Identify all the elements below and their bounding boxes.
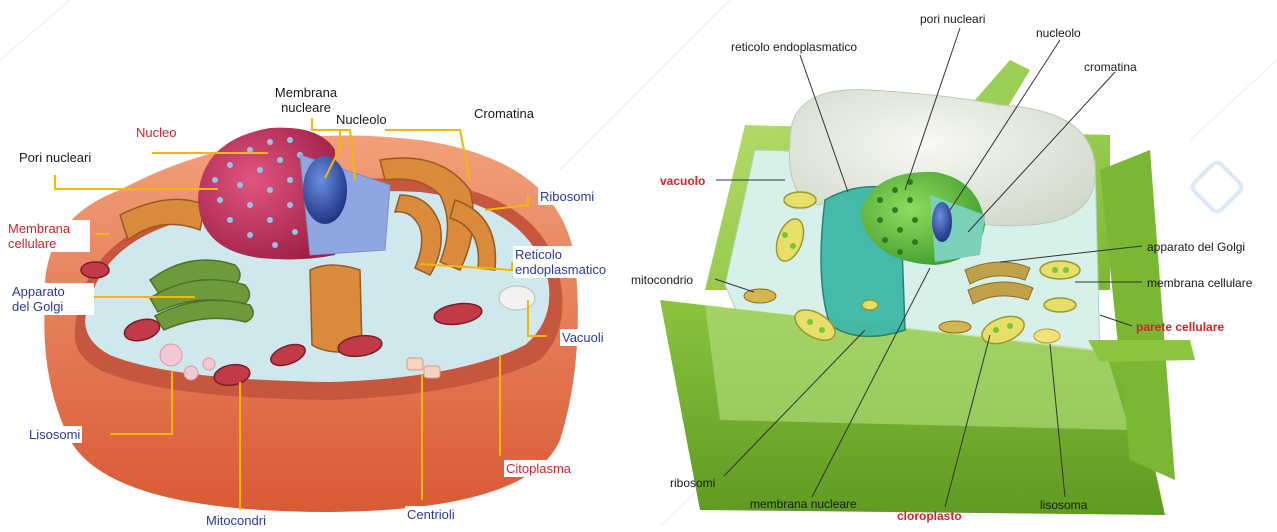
- animal-lysosome: [184, 366, 198, 380]
- label-reticolo-endoplasmatico-plant: reticolo endoplasmatico: [731, 40, 857, 55]
- animal-vacuole: [499, 286, 535, 310]
- watermark-logo: [1190, 160, 1244, 214]
- animal-centriole: [407, 358, 423, 370]
- animal-golgi: [150, 260, 253, 330]
- label-apparato-golgi-plant: apparato del Golgi: [1147, 240, 1245, 255]
- label-mitocondri: Mitocondri: [204, 512, 268, 529]
- label-vacuoli: Vacuoli: [560, 329, 606, 346]
- label-membrana-cellulare-animal: Membrana cellulare: [6, 220, 90, 252]
- plant-lysosome: [1034, 329, 1060, 343]
- label-lisosomi: Lisosomi: [27, 426, 82, 443]
- label-reticolo-endoplasmatico-animal: Reticolo endoplasmatico: [513, 246, 627, 278]
- animal-cell-body: [44, 128, 578, 512]
- label-cloroplasto: cloroplasto: [897, 509, 962, 524]
- label-membrana-nucleare: Membrana nucleare: [266, 85, 346, 115]
- animal-lysosome: [203, 358, 215, 370]
- label-vacuolo: vacuolo: [660, 174, 705, 189]
- label-citoplasma: Citoplasma: [504, 460, 573, 477]
- label-ribosomi-plant: ribosomi: [670, 476, 715, 491]
- label-cromatina-plant: cromatina: [1084, 60, 1137, 75]
- plant-wall-ridge: [1088, 340, 1195, 362]
- label-membrana-cellulare-plant: membrana cellulare: [1147, 276, 1252, 291]
- label-nucleolo-plant: nucleolo: [1036, 26, 1081, 41]
- label-cromatina-animal: Cromatina: [474, 106, 534, 121]
- label-lisosoma: lisosoma: [1040, 498, 1087, 513]
- label-nucleo: Nucleo: [136, 125, 176, 140]
- animal-lysosome: [160, 344, 182, 366]
- animal-nucleolus: [303, 156, 347, 224]
- label-parete-cellulare: parete cellulare: [1136, 320, 1224, 335]
- label-pori-nucleari-plant: pori nucleari: [920, 12, 985, 27]
- label-pori-nucleari-animal: Pori nucleari: [19, 150, 91, 165]
- label-membrana-nucleare-plant: membrana nucleare: [750, 497, 857, 512]
- label-centrioli: Centrioli: [405, 506, 457, 523]
- plant-nucleolus: [932, 202, 952, 242]
- label-nucleolo-animal: Nucleolo: [336, 112, 387, 127]
- label-apparato-golgi-animal: Apparato del Golgi: [10, 283, 94, 315]
- label-ribosomi-animal: Ribosomi: [538, 188, 596, 205]
- label-mitocondrio: mitocondrio: [631, 273, 693, 288]
- animal-centriole: [424, 366, 440, 378]
